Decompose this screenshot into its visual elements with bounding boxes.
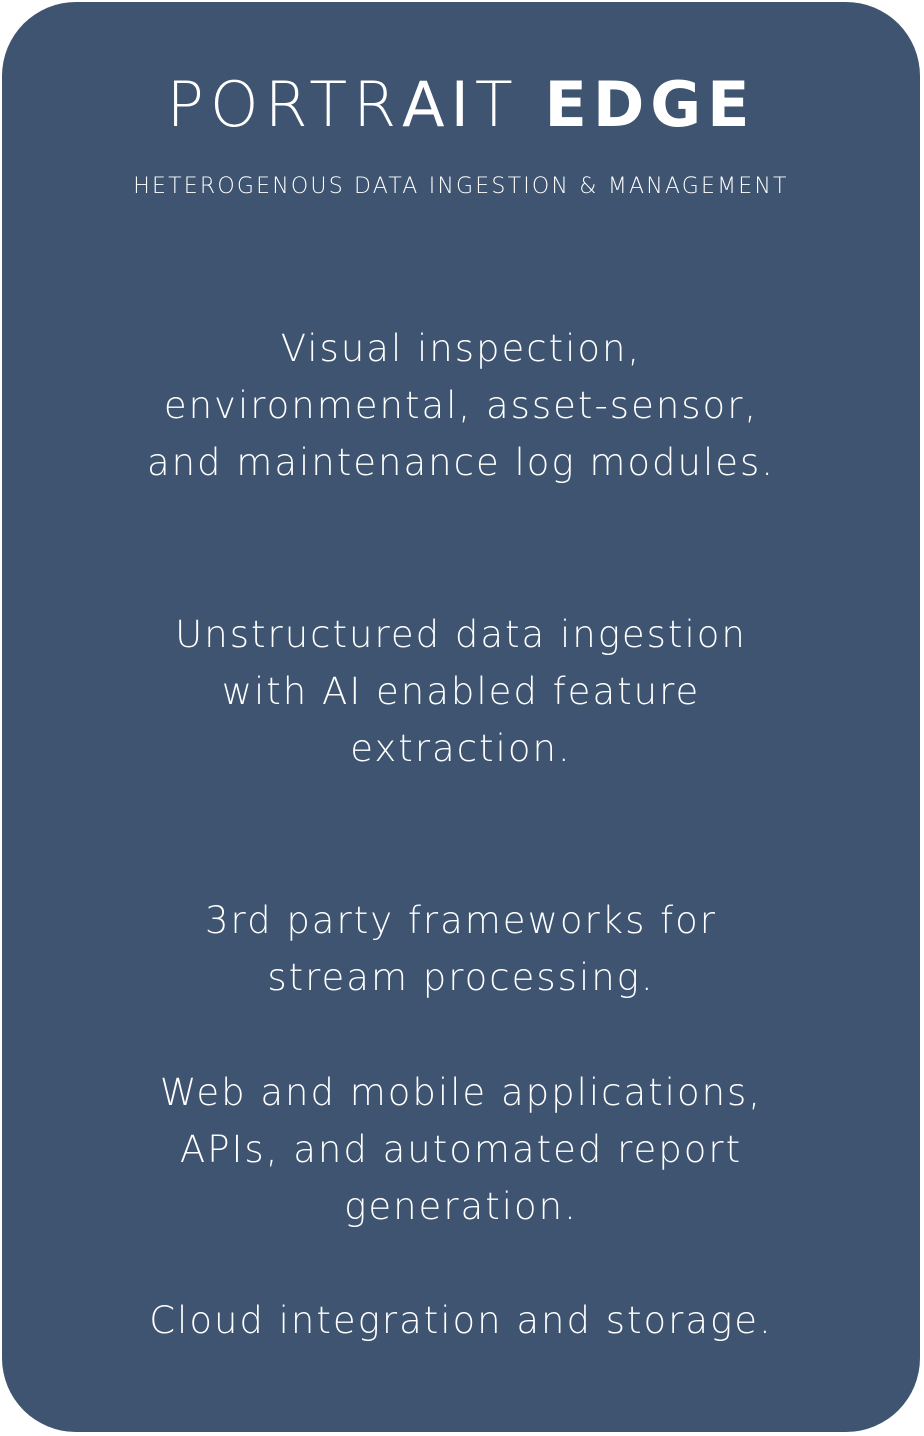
feature-stream-processing: 3rd party frameworks for stream processi… bbox=[204, 899, 718, 999]
brand-part-t: T bbox=[474, 68, 519, 141]
feature-inspection-modules: Visual inspection, environmental, asset-… bbox=[146, 327, 776, 484]
feature-unstructured-ingestion: Unstructured data ingestion with AI enab… bbox=[175, 613, 747, 770]
tagline: HETEROGENOUS DATA INGESTION & MANAGEMENT bbox=[133, 174, 789, 199]
brand-part-portr: PORTR bbox=[166, 68, 403, 141]
brand-part-edge: EDGE bbox=[544, 68, 756, 141]
brand-part-ai: AI bbox=[402, 68, 475, 141]
brand-logo: PORTRAIT EDGE bbox=[2, 74, 920, 136]
feature-cloud-storage: Cloud integration and storage. bbox=[149, 1299, 773, 1342]
feature-applications-apis: Web and mobile applications, APIs, and a… bbox=[159, 1071, 763, 1228]
